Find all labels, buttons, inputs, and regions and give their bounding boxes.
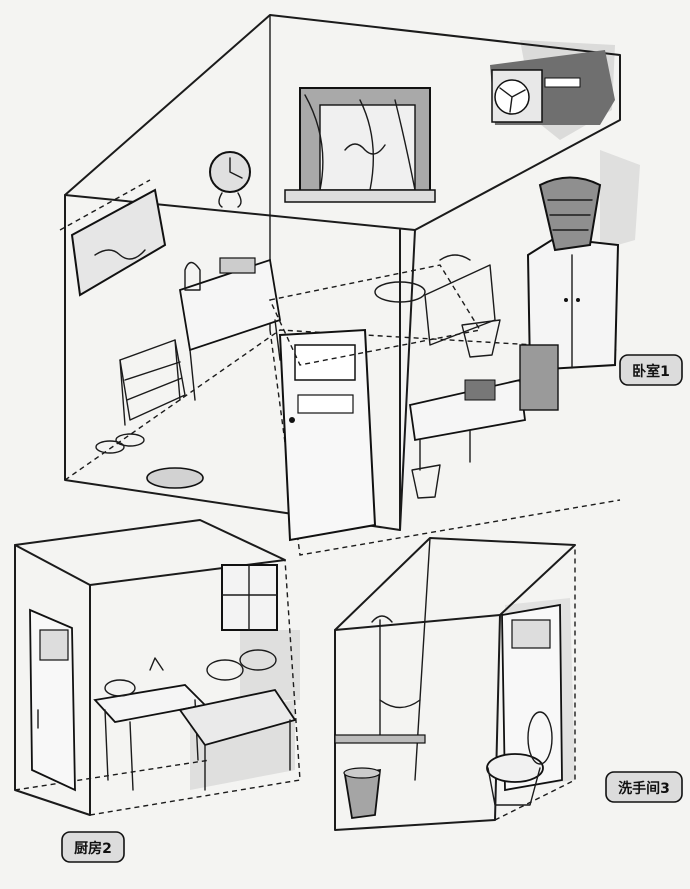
kitchen-label: 厨房2 (61, 831, 125, 863)
kitchen-door-icon (29, 608, 76, 792)
bedroom-label: 卧室1 (619, 354, 683, 386)
door-icon (278, 328, 377, 542)
bathroom-drawing: 洗手间3 (334, 537, 683, 831)
bathroom-door-icon (501, 603, 563, 792)
kitchen-drawing: 厨房2 (14, 519, 301, 863)
study-table-icon (408, 344, 559, 471)
slippers-icon (95, 433, 145, 454)
wall-painting-icon (59, 179, 167, 297)
waste-basket-icon (411, 319, 501, 499)
kitchen-window-icon (221, 564, 278, 631)
toilet-icon (486, 711, 553, 806)
shoe-rack-icon (119, 339, 186, 426)
shower-icon (334, 615, 426, 744)
bedroom-drawing (59, 14, 640, 556)
basin-icon (146, 467, 204, 489)
air-conditioner-icon (490, 50, 615, 125)
bathroom-label: 洗手间3 (605, 771, 683, 803)
window-icon (284, 87, 436, 203)
bucket-icon (343, 767, 382, 820)
wicker-basket-icon (538, 176, 602, 252)
desk-icon (178, 257, 282, 401)
bedroom-label-text: 卧室1 (632, 363, 670, 380)
bathroom-label-text: 洗手间3 (618, 780, 670, 797)
kitchen-label-text: 厨房2 (74, 840, 112, 857)
wall-clock-icon (209, 151, 251, 208)
dining-table-icon (93, 657, 207, 791)
stove-counter-icon (178, 649, 297, 791)
